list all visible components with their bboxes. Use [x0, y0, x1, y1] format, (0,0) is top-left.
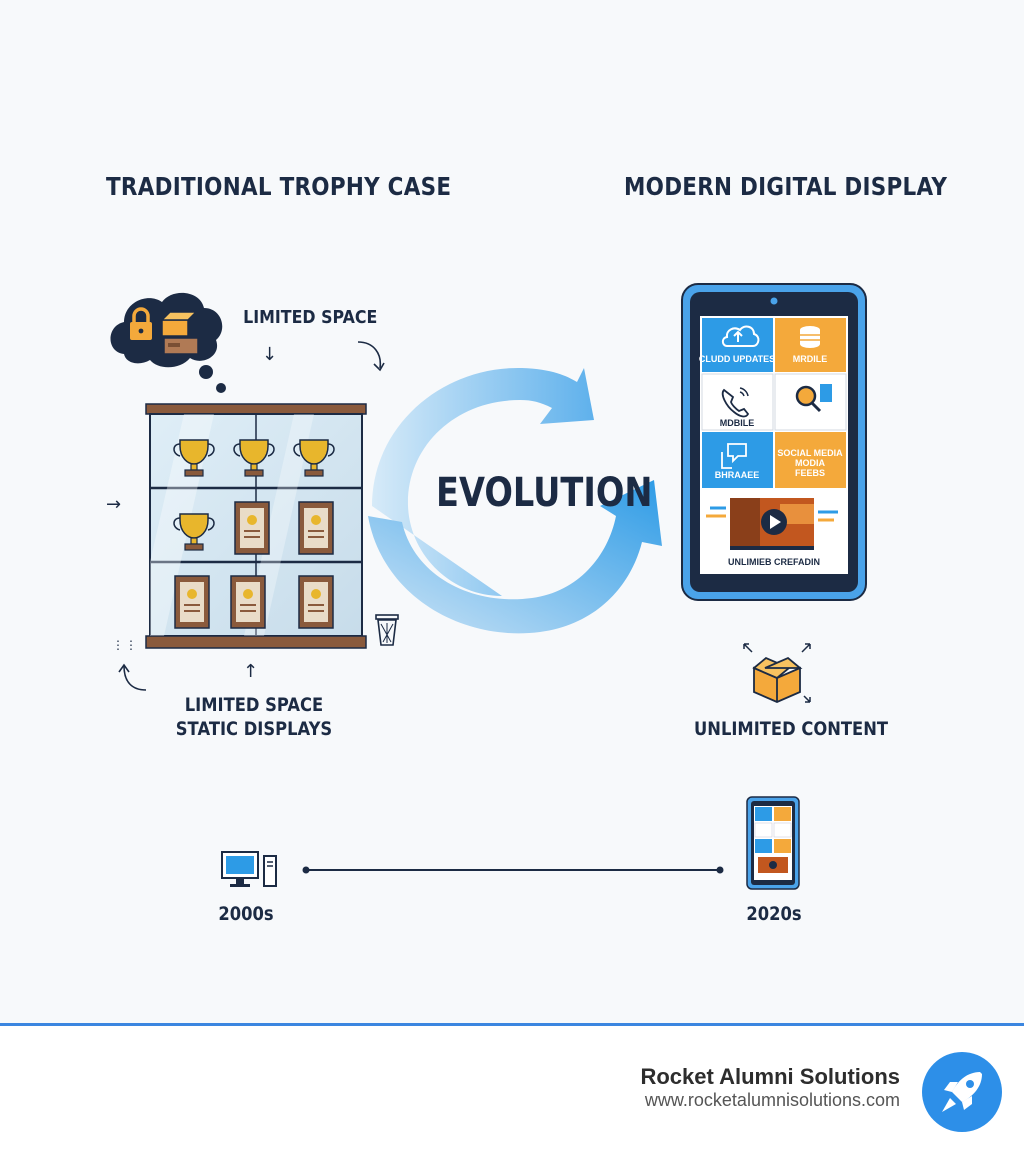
desktop-computer-icon: [221, 851, 277, 887]
static-displays-label: STATIC DISPLAYS: [175, 718, 333, 740]
small-tablet-icon: [746, 796, 800, 890]
open-box-icon: [743, 643, 811, 703]
trash-icon: [375, 614, 399, 646]
trophy-case: [145, 403, 367, 649]
digital-display-tablet: CLUDD UPDATES MRDILE MDBILE BHRAAEE SOCI…: [681, 283, 867, 601]
tile-social-line1: SOCIAL MEDIA: [777, 448, 843, 458]
tile-mobile: MDBILE: [720, 418, 755, 428]
evolution-arrow-icon: [368, 367, 662, 634]
tile-social-line3: FEEBS: [795, 468, 825, 478]
limited-space-top-label: LIMITED SPACE: [243, 307, 378, 328]
right-arrow-icon: →: [106, 494, 122, 515]
curved-arrow-icon: [357, 341, 385, 372]
footer: [0, 1026, 1024, 1154]
dots-icon: ⋮⋮: [112, 638, 138, 652]
timeline-end-label: 2020s: [746, 903, 802, 925]
traditional-heading: TRADITIONAL TROPHY CASE: [106, 172, 452, 201]
timeline-start-label: 2000s: [218, 903, 274, 925]
limited-space-bottom-label: LIMITED SPACE: [184, 694, 324, 716]
tile-media: MRDILE: [793, 354, 828, 364]
up-arrow-icon: ↑: [243, 661, 259, 682]
footer-divider: [0, 1023, 1024, 1026]
timeline-line: [302, 866, 724, 874]
evolution-label: EVOLUTION: [436, 470, 653, 516]
rocket-logo-icon: [922, 1052, 1002, 1132]
brand-url: www.rocketalumnisolutions.com: [644, 1090, 900, 1110]
tile-social-line2: MODIA: [795, 458, 825, 468]
tile-cloud-updates: CLUDD UPDATES: [699, 354, 775, 364]
limited-storage-cloud-icon: [110, 292, 226, 393]
curved-arrow-bottom-icon: [118, 663, 147, 691]
down-arrow-icon: ↓: [262, 344, 278, 365]
modern-heading: MODERN DIGITAL DISPLAY: [624, 172, 948, 201]
brand-name: Rocket Alumni Solutions: [640, 1064, 900, 1089]
tile-video-caption: UNLIMIEB CREFADIN: [728, 557, 820, 567]
tile-chat: BHRAAEE: [715, 470, 760, 480]
unlimited-content-label: UNLIMITED CONTENT: [694, 718, 889, 740]
